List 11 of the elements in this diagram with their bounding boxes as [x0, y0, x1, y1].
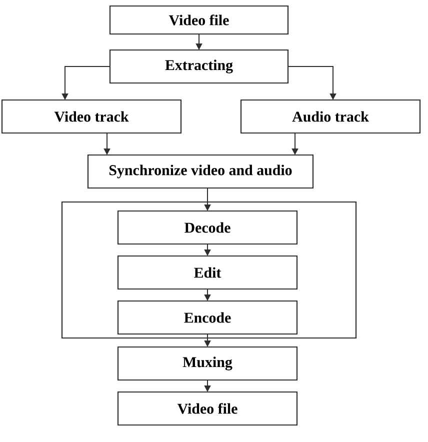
process-box: Video file — [117, 391, 298, 426]
process-box: Audio track — [240, 99, 421, 134]
group-frame — [61, 201, 357, 339]
process-box: Video file — [109, 5, 289, 35]
process-box: Encode — [117, 300, 298, 335]
process-box: Video track — [1, 99, 182, 134]
process-box: Synchronize video and audio — [87, 154, 314, 189]
process-box: Decode — [117, 210, 298, 245]
process-box: Edit — [117, 255, 298, 290]
process-box: Muxing — [117, 346, 298, 381]
process-box: Extracting — [109, 49, 289, 84]
